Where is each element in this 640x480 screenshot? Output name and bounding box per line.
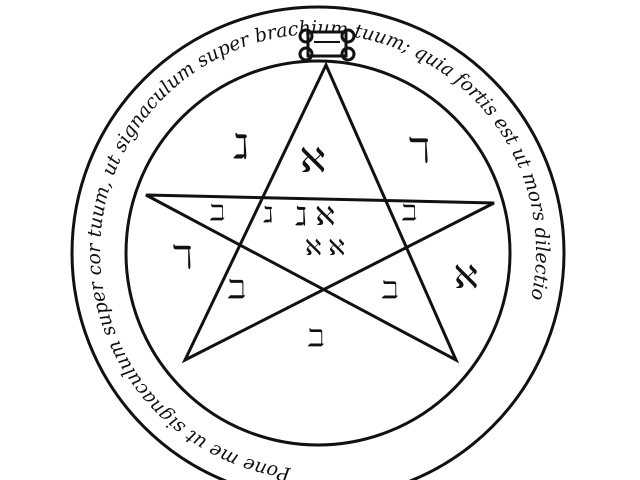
glyph-top-point: ℵ	[300, 141, 325, 181]
glyph-pentagon-center: ℵ ℵ	[305, 236, 345, 261]
inner-circle	[124, 59, 512, 447]
glyph-upper-right: ℸ	[408, 131, 430, 171]
glyph-left-point: ℸ	[172, 238, 193, 276]
glyph-inner-top-left: ℷ	[263, 203, 273, 228]
pentagram-star	[145, 61, 495, 364]
outer-circle	[70, 5, 566, 480]
glyph-right-point: ℵ	[454, 258, 478, 296]
glyph-bottom-center: ℶ	[307, 324, 324, 352]
glyph-upper-left: ℷ	[233, 127, 249, 167]
glyph-pentagon-top: ℷ ℵ	[295, 202, 335, 232]
scroll-ornament	[298, 28, 356, 62]
glyph-inner-left: ℶ	[209, 201, 225, 226]
glyph-inner-right: ℶ	[401, 201, 417, 226]
glyph-lower-right: ℶ	[381, 276, 398, 304]
glyph-lower-left: ℶ	[227, 275, 246, 305]
